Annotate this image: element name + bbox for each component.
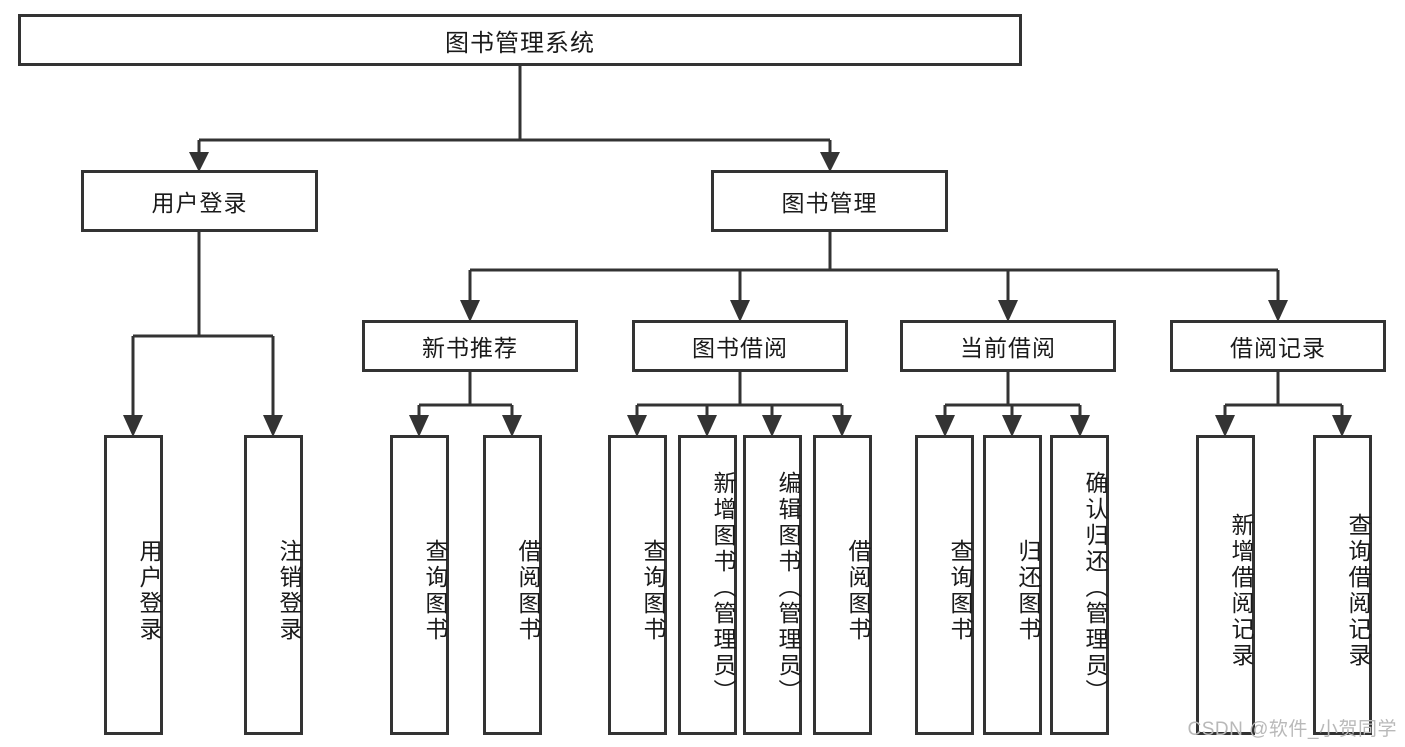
leaf-currentborrow-confirm-return-admin[interactable]: 确认归还（管理员）	[1050, 435, 1109, 735]
node-new-book-recommend[interactable]: 新书推荐	[362, 320, 578, 372]
leaf-borrowrecord-query-record[interactable]: 查询借阅记录	[1313, 435, 1372, 735]
node-user-login[interactable]: 用户登录	[81, 170, 318, 232]
arrow-to-currentborrow-leaf-1	[935, 415, 955, 437]
leaf-currentborrow-return-books[interactable]: 归还图书	[983, 435, 1042, 735]
arrow-to-current-borrow	[998, 300, 1018, 322]
leaf-bookborrow-query-books[interactable]: 查询图书	[608, 435, 667, 735]
leaf-borrowrecord-add-record[interactable]: 新增借阅记录	[1196, 435, 1255, 735]
node-borrow-record[interactable]: 借阅记录	[1170, 320, 1386, 372]
node-book-borrow[interactable]: 图书借阅	[632, 320, 848, 372]
arrow-to-currentborrow-leaf-3	[1070, 415, 1090, 437]
arrow-to-user-login-leaf	[123, 415, 143, 437]
leaf-bookborrow-edit-book-admin[interactable]: 编辑图书（管理员）	[743, 435, 802, 735]
arrow-to-bookborrow-leaf-2	[697, 415, 717, 437]
leaf-user-login[interactable]: 用户登录	[104, 435, 163, 735]
leaf-newbook-borrow-books[interactable]: 借阅图书	[483, 435, 542, 735]
leaf-newbook-query-books[interactable]: 查询图书	[390, 435, 449, 735]
arrow-to-bookborrow-leaf-4	[832, 415, 852, 437]
node-root-system[interactable]: 图书管理系统	[18, 14, 1022, 66]
leaf-currentborrow-query-books[interactable]: 查询图书	[915, 435, 974, 735]
arrow-to-book-borrow	[730, 300, 750, 322]
arrow-to-book-manage	[820, 152, 840, 172]
arrow-to-newbook-leaf-1	[409, 415, 429, 437]
node-current-borrow[interactable]: 当前借阅	[900, 320, 1116, 372]
arrow-to-borrowrecord-leaf-1	[1215, 415, 1235, 437]
arrow-to-borrow-record	[1268, 300, 1288, 322]
leaf-bookborrow-borrow-books[interactable]: 借阅图书	[813, 435, 872, 735]
arrow-to-borrowrecord-leaf-2	[1332, 415, 1352, 437]
leaf-bookborrow-add-book-admin[interactable]: 新增图书（管理员）	[678, 435, 737, 735]
arrow-to-bookborrow-leaf-3	[762, 415, 782, 437]
arrow-to-currentborrow-leaf-2	[1002, 415, 1022, 437]
watermark-text: CSDN @软件_小贺同学	[1187, 719, 1397, 740]
arrow-to-logout-leaf	[263, 415, 283, 437]
arrow-to-bookborrow-leaf-1	[627, 415, 647, 437]
arrow-to-new-book	[460, 300, 480, 322]
arrow-to-newbook-leaf-2	[502, 415, 522, 437]
node-book-management[interactable]: 图书管理	[711, 170, 948, 232]
arrow-to-user-login	[189, 152, 209, 172]
leaf-logout[interactable]: 注销登录	[244, 435, 303, 735]
